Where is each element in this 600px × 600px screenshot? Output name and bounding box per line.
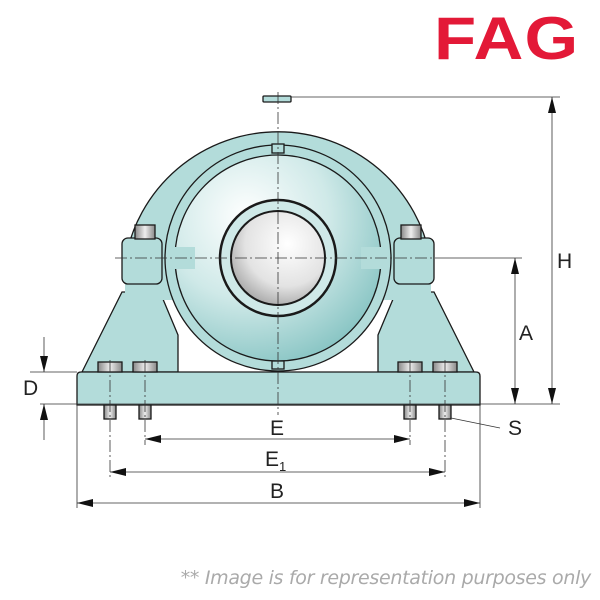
dimension-lines — [30, 96, 560, 508]
dim-label-e1: E1 — [265, 448, 286, 474]
dim-label-d: D — [23, 377, 38, 400]
lug-left — [121, 237, 163, 285]
pedestal-right — [377, 291, 476, 373]
housing-base — [76, 371, 481, 406]
pedestal-left — [80, 291, 179, 373]
dim-label-h: H — [557, 250, 572, 273]
fag-logo: FAG — [434, 5, 580, 72]
dim-label-b: B — [270, 480, 284, 503]
lug-right — [393, 237, 435, 285]
dim-label-e: E — [270, 417, 284, 440]
disclaimer-text: ** Image is for representation purposes … — [180, 567, 592, 589]
dim-label-a: A — [519, 322, 533, 345]
dim-label-s: S — [508, 417, 522, 440]
